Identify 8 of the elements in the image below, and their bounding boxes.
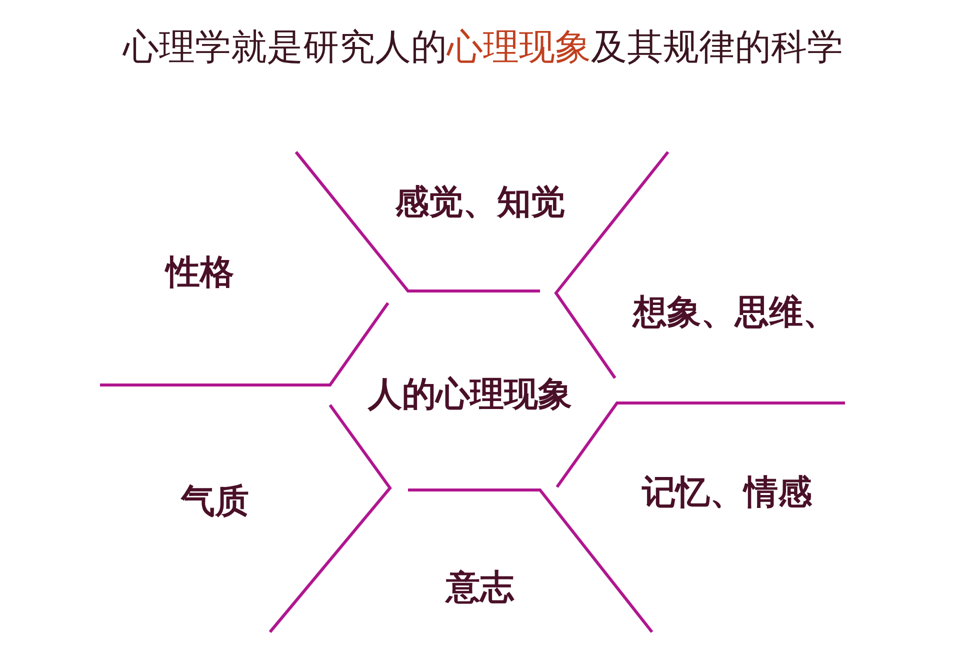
category-label: 想象、思维、 [633, 292, 837, 334]
category-label: 意志 [446, 566, 514, 610]
category-label: 感觉、知觉 [395, 182, 565, 224]
center-label: 人的心理现象 [368, 370, 572, 420]
category-label: 气质 [181, 480, 249, 524]
category-label: 性格 [166, 252, 234, 294]
category-label: 记忆、情感 [642, 472, 812, 514]
title: 心理学就是研究人的心理现象及其规律的科学 [122, 26, 844, 70]
